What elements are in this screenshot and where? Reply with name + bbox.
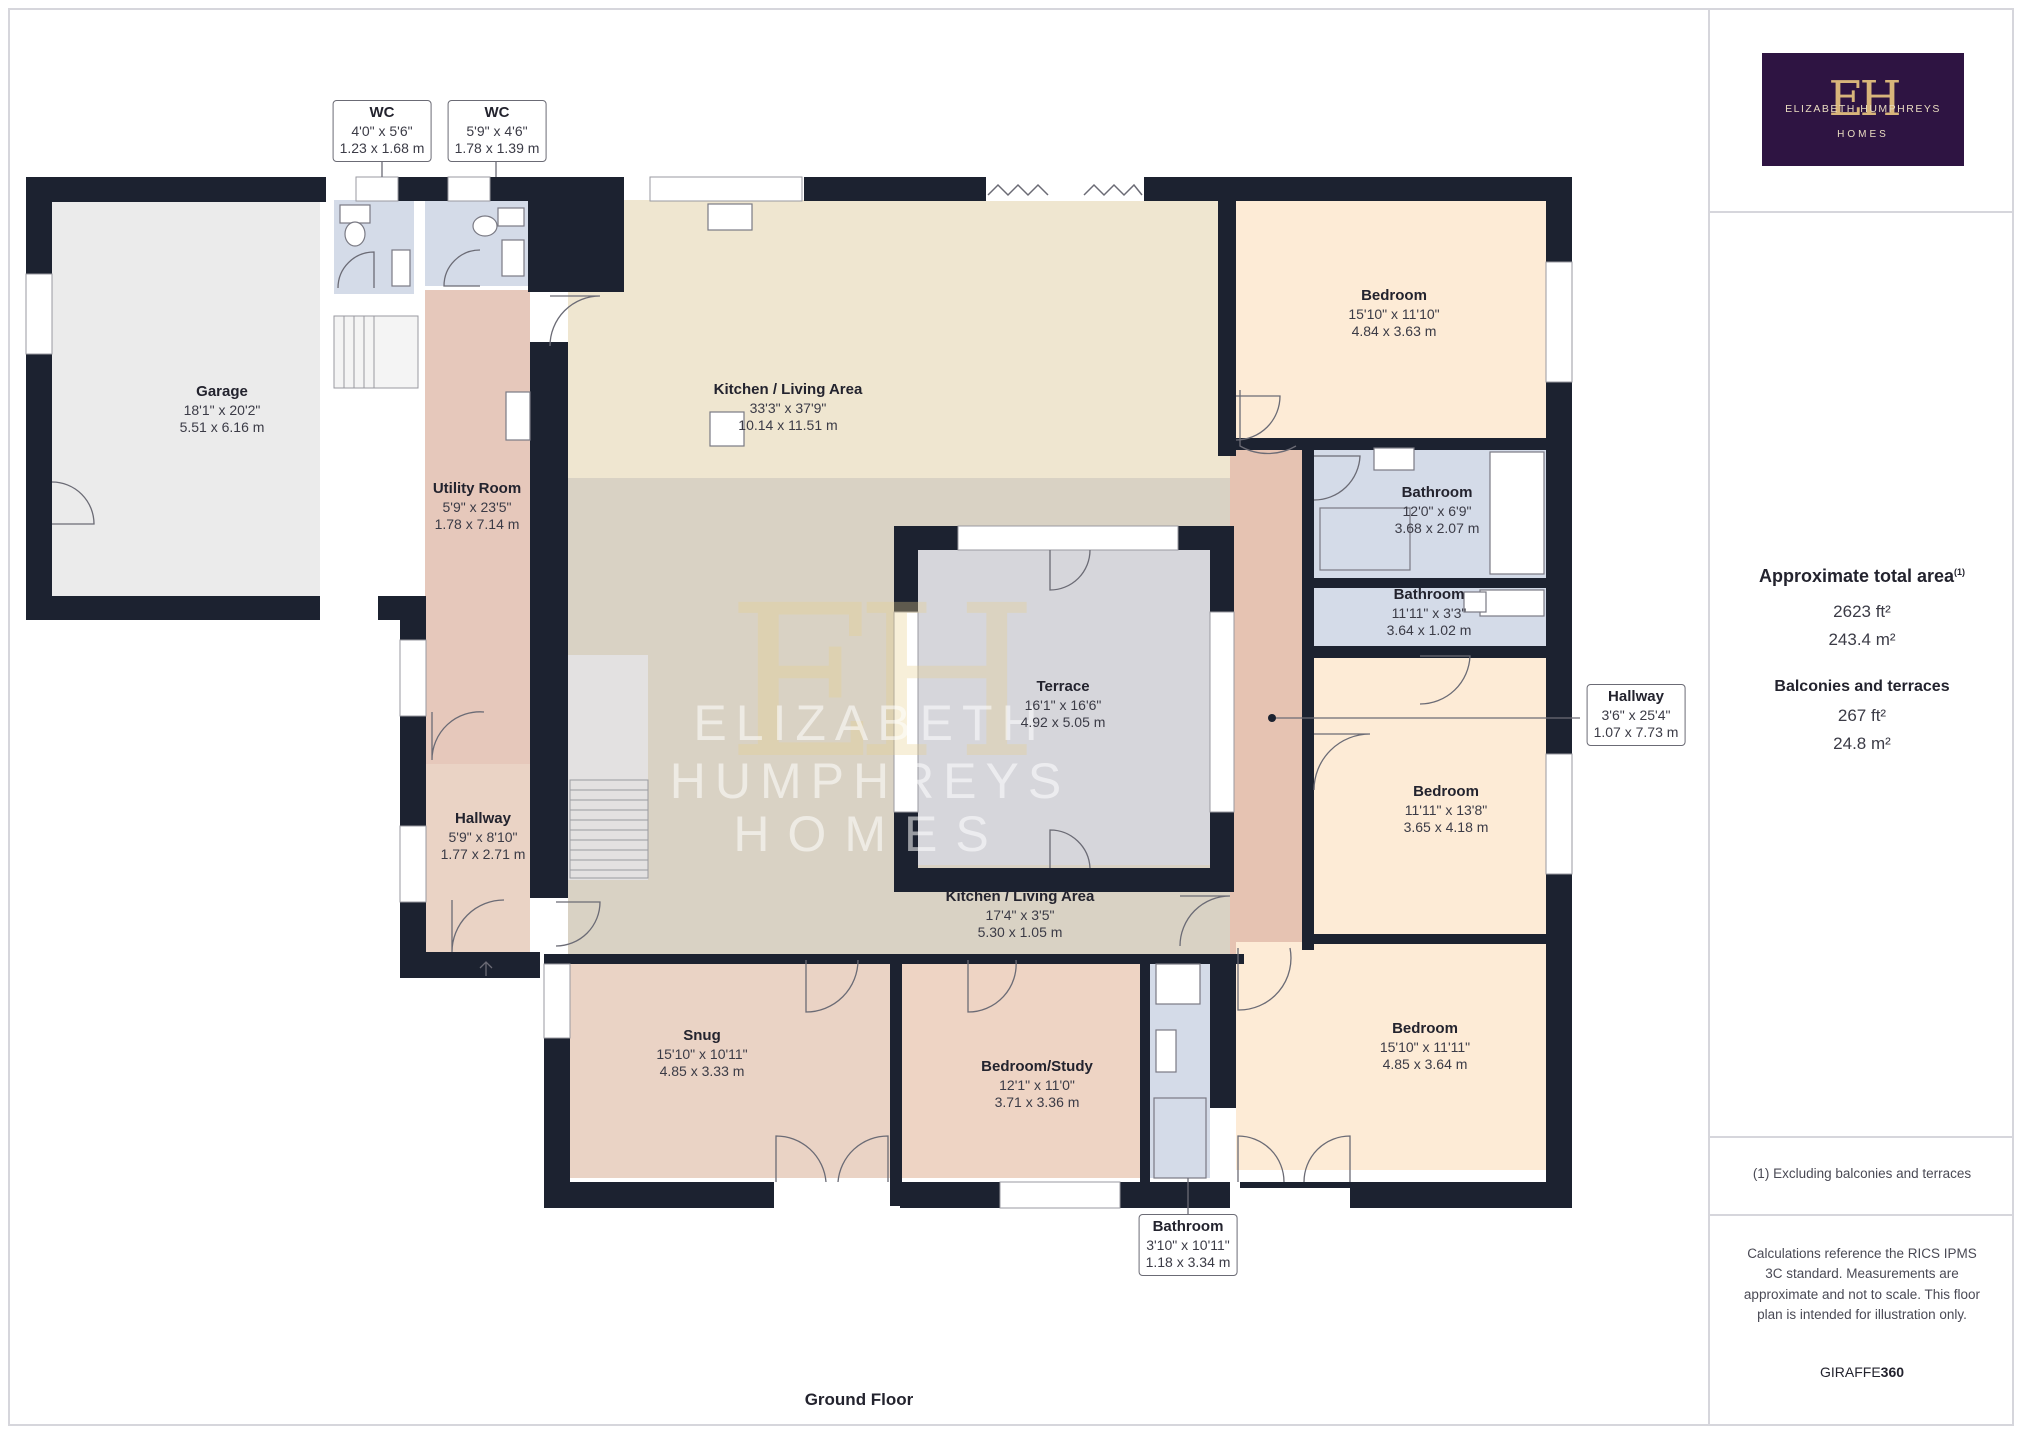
total-area-m: 243.4 m²	[1828, 630, 1896, 649]
sidebar-rule	[1710, 1136, 2014, 1138]
staircase-upper	[333, 315, 419, 389]
balconies-ft: 267 ft²	[1837, 706, 1887, 725]
footnote: (1) Excluding balconies and terraces	[1752, 1166, 1972, 1181]
bedroom-top-floor	[1236, 200, 1546, 438]
floor-plan	[25, 130, 1580, 1214]
snug-floor	[570, 960, 890, 1178]
hallway-marker	[1268, 714, 1276, 722]
staircase-lower	[569, 779, 649, 879]
entrance-arrow-icon	[479, 961, 493, 976]
hallway-right-floor	[1230, 446, 1305, 954]
total-area-ft: 2623 ft²	[1833, 602, 1891, 621]
logo-brand: ELIZABETH HUMPHREYS	[1785, 103, 1941, 115]
bifold-door	[986, 177, 1144, 201]
brand-logo: EH ELIZABETH HUMPHREYS HOMES	[1762, 53, 1964, 166]
doors	[51, 249, 1471, 1183]
sidebar-rule	[1710, 211, 2014, 213]
terrace-floor	[914, 549, 1214, 865]
balconies-title: Balconies and terraces	[1774, 678, 1950, 695]
balconies-m: 24.8 m²	[1833, 734, 1891, 753]
logo-sub: HOMES	[1837, 129, 1889, 140]
fixtures	[339, 203, 1545, 1179]
stair-floor	[568, 655, 648, 880]
giraffe360-credit: GIRAFFE360	[1819, 1364, 1905, 1380]
floor-title: Ground Floor	[804, 1390, 914, 1409]
utility-room-floor	[425, 290, 530, 764]
study-floor	[900, 962, 1140, 1178]
hallway-left-floor	[425, 764, 530, 978]
disclaimer: Calculations reference the RICS IPMS 3C …	[1743, 1246, 1981, 1322]
sidebar-divider	[1708, 8, 1710, 1426]
garage-floor	[52, 202, 320, 614]
page-frame	[8, 8, 2014, 1426]
total-area-title: Approximate total area(1)	[1758, 566, 1966, 586]
bedroom-bottom-floor	[1236, 942, 1546, 1170]
windows	[25, 176, 1573, 1209]
logo-monogram: EH	[1828, 71, 1902, 127]
sidebar-rule	[1710, 1214, 2014, 1216]
